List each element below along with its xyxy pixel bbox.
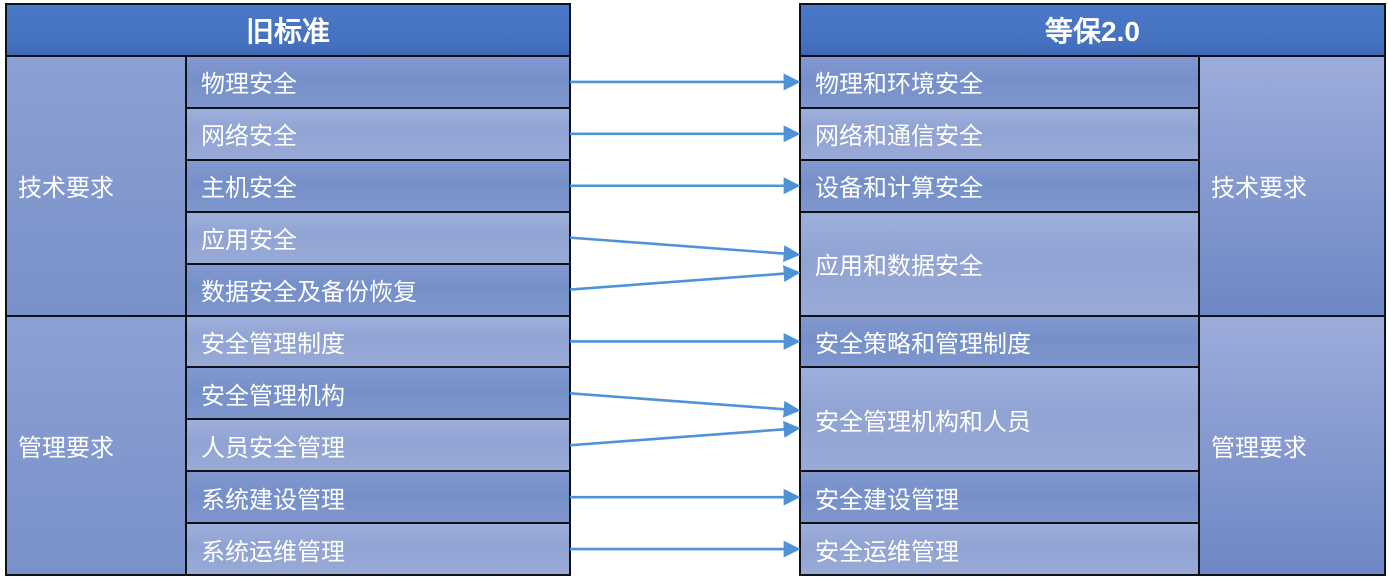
left-category-cell: 管理要求 (7, 316, 185, 574)
left-item-cell: 系统建设管理 (187, 472, 569, 523)
right-item-cell: 物理和环境安全 (801, 57, 1198, 107)
right-item-cell: 安全建设管理 (801, 472, 1198, 523)
mapping-arrow (569, 236, 801, 262)
mapping-arrow (569, 420, 801, 447)
old-standard-table: 旧标准 技术要求物理安全网络安全主机安全应用安全数据安全及备份恢复管理要求安全管… (5, 3, 571, 576)
old-standard-table-title: 旧标准 (7, 5, 569, 55)
left-category-cell: 技术要求 (7, 57, 185, 315)
left-item-cell: 系统运维管理 (187, 524, 569, 574)
right-item-cell: 安全策略和管理制度 (801, 316, 1198, 367)
right-item-cell: 设备和计算安全 (801, 160, 1198, 211)
mapping-arrow (569, 392, 801, 418)
left-item-cell: 应用安全 (187, 212, 569, 263)
right-category-cell: 管理要求 (1200, 316, 1384, 574)
right-category-cell: 技术要求 (1200, 57, 1384, 315)
dengbao2-table: 等保2.0 技术要求物理和环境安全网络和通信安全设备和计算安全应用和数据安全管理… (799, 3, 1386, 576)
left-item-cell: 安全管理机构 (187, 368, 569, 419)
left-item-cell: 物理安全 (187, 57, 569, 107)
mapping-arrow (569, 265, 801, 291)
left-item-cell: 主机安全 (187, 160, 569, 211)
right-item-cell: 安全管理机构和人员 (801, 368, 1198, 471)
dengbao2-table-title: 等保2.0 (801, 5, 1384, 55)
right-item-cell: 安全运维管理 (801, 524, 1198, 574)
left-item-cell: 安全管理制度 (187, 316, 569, 367)
left-item-cell: 数据安全及备份恢复 (187, 264, 569, 315)
left-item-cell: 人员安全管理 (187, 420, 569, 471)
left-item-cell: 网络安全 (187, 108, 569, 159)
right-item-cell: 网络和通信安全 (801, 108, 1198, 159)
right-item-cell: 应用和数据安全 (801, 212, 1198, 315)
